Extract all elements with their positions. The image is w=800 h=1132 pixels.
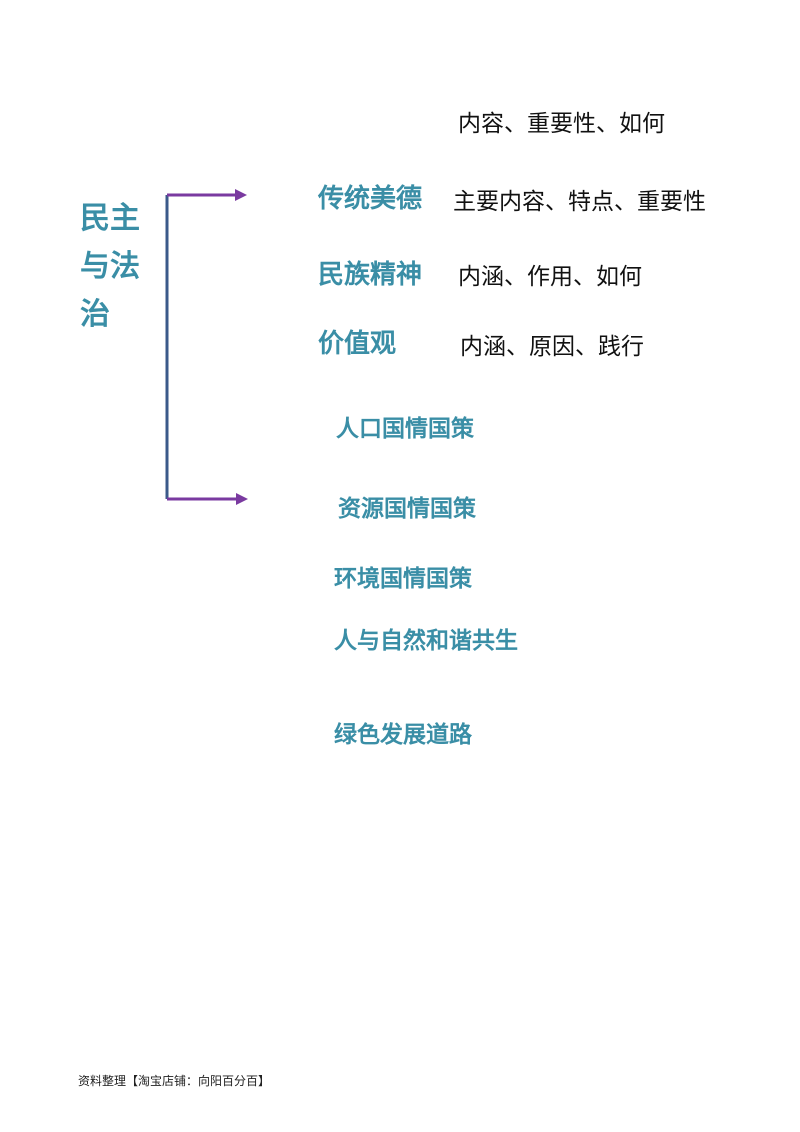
bottom-arrow-head-icon [236, 493, 248, 505]
root-title-line-1: 民主 [80, 201, 140, 236]
subtopic-resources: 资源国情国策 [338, 496, 476, 522]
root-title-line-2: 与法 [80, 249, 140, 284]
topic-traditional-virtue: 传统美德 [318, 184, 423, 214]
subtopic-population: 人口国情国策 [336, 416, 474, 442]
root-title-line-3: 治 [80, 297, 110, 332]
top-arrow-head-icon [235, 189, 247, 201]
footer-source: 资料整理【淘宝店铺：向阳百分百】 [78, 1074, 271, 1088]
topic-national-spirit-desc: 内涵、作用、如何 [458, 264, 642, 290]
topic-national-spirit: 民族精神 [318, 260, 423, 290]
subtopic-environment: 环境国情国策 [334, 566, 472, 592]
topic-traditional-virtue-desc: 主要内容、特点、重要性 [453, 189, 706, 215]
subtopic-harmony-with-nature: 人与自然和谐共生 [334, 628, 518, 654]
root-title: 民主 与法 治 [80, 195, 150, 339]
subtopic-green-development: 绿色发展道路 [334, 722, 472, 748]
topic-values-desc: 内涵、原因、践行 [460, 334, 644, 360]
top-note: 内容、重要性、如何 [458, 111, 665, 137]
topic-values: 价值观 [318, 329, 397, 359]
